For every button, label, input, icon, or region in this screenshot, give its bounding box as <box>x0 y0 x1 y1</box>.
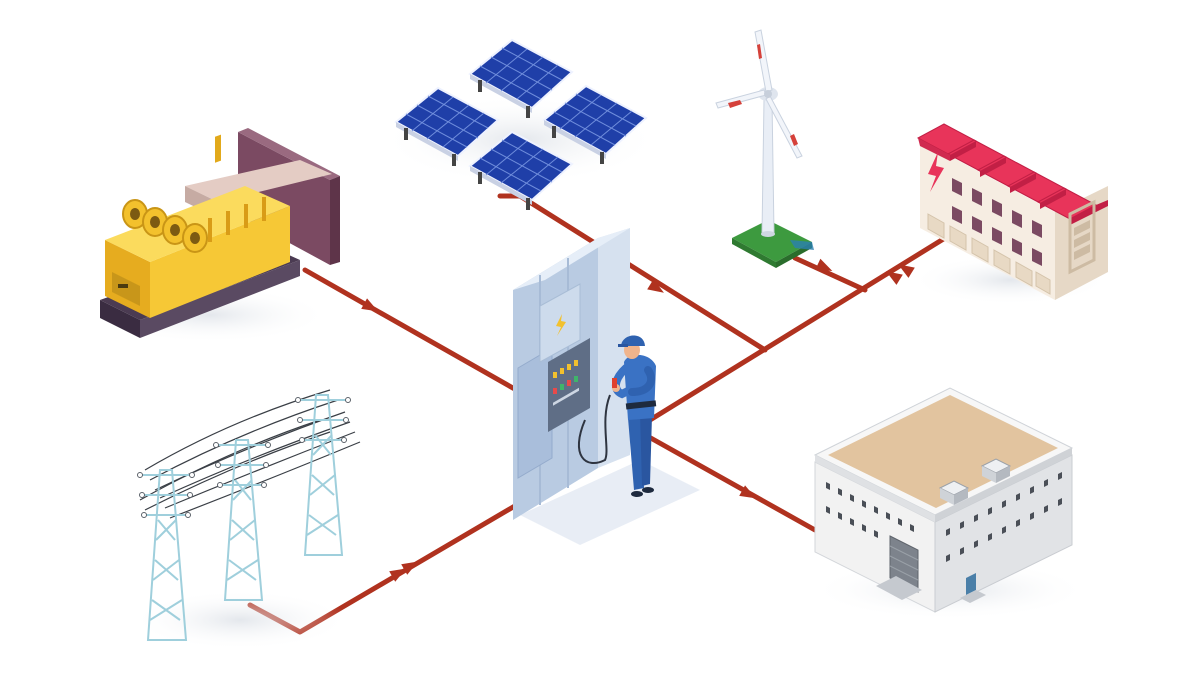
diesel-generator-icon <box>90 128 340 343</box>
power-grid-pylons-icon <box>130 389 361 650</box>
lightning-bolt-icon <box>556 314 566 336</box>
pylon <box>138 469 194 641</box>
pylon <box>296 394 350 556</box>
ac-unit <box>938 480 970 505</box>
battery-storage-icon <box>910 123 1110 305</box>
solar-panel-array-icon <box>380 38 660 210</box>
wind-turbine-icon <box>715 29 814 268</box>
lightning-bolt-icon <box>928 152 944 192</box>
line-battery-to-hub <box>647 235 948 423</box>
line-generator-to-switchboard <box>302 267 523 395</box>
entrance-door <box>966 573 976 595</box>
solar-panel <box>542 84 648 164</box>
line-turbine-to-junction <box>792 255 868 293</box>
line-switchboard-to-building <box>637 429 818 533</box>
solar-panel <box>468 130 574 210</box>
ac-unit <box>980 458 1012 483</box>
pylon <box>214 439 270 601</box>
solar-panel <box>394 86 500 166</box>
electrical-switchboard-icon <box>513 228 700 545</box>
technician-icon <box>611 335 657 497</box>
solar-panel <box>468 38 574 118</box>
consumer-building-icon <box>810 387 1090 620</box>
